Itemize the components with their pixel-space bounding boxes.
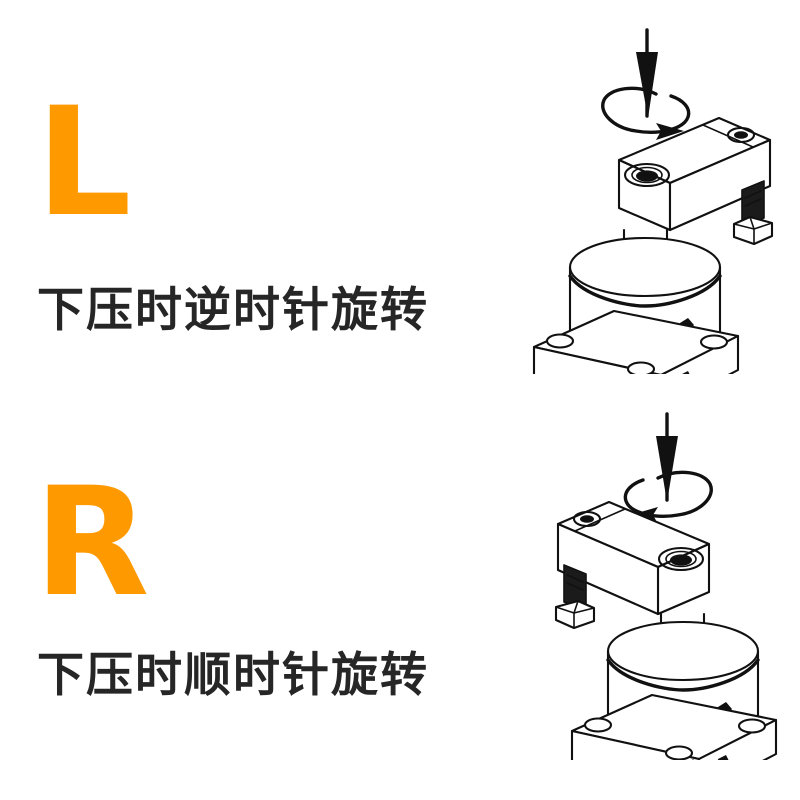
figure-rotary-clamp-left-hand	[528, 18, 800, 374]
variant-caption-right-hand: 下压时顺时针旋转	[37, 648, 429, 703]
mounting-hole	[699, 334, 729, 350]
clamp-arm	[556, 500, 711, 616]
hex-head-clamp-bolt	[732, 180, 774, 246]
rotation-indicator-group	[623, 412, 713, 524]
variant-caption-left-hand: 下压时逆时针旋转	[37, 283, 429, 338]
variant-code-letter-l: L	[36, 76, 132, 250]
down-arrow-icon	[636, 52, 658, 118]
variant-block-right-hand: R 下压时顺时针旋转	[0, 400, 800, 800]
mounting-hole	[545, 333, 575, 349]
hex-head-clamp-bolt	[554, 564, 596, 630]
figure-rotary-clamp-right-hand	[524, 400, 800, 760]
rotation-indicator-group	[601, 28, 691, 140]
mounting-hole	[626, 361, 656, 374]
base-port	[717, 755, 729, 760]
socket-head-screw	[623, 162, 671, 188]
square-flange-base	[570, 693, 778, 760]
mounting-hole	[664, 745, 694, 760]
variant-code-letter-r: R	[34, 456, 150, 630]
arm-end-screw	[726, 126, 756, 144]
socket-head-screw	[657, 546, 705, 572]
base-port	[682, 371, 690, 374]
mounting-hole	[583, 717, 613, 733]
variant-block-left-hand: L 下压时逆时针旋转	[36, 18, 800, 374]
down-arrow-icon	[656, 436, 678, 502]
arm-end-screw	[572, 510, 602, 528]
cylinder-body	[606, 620, 760, 760]
rotation-arrowhead	[656, 123, 684, 140]
clamp-arm	[617, 116, 772, 232]
mounting-hole	[737, 718, 767, 734]
square-flange-base	[532, 309, 740, 374]
